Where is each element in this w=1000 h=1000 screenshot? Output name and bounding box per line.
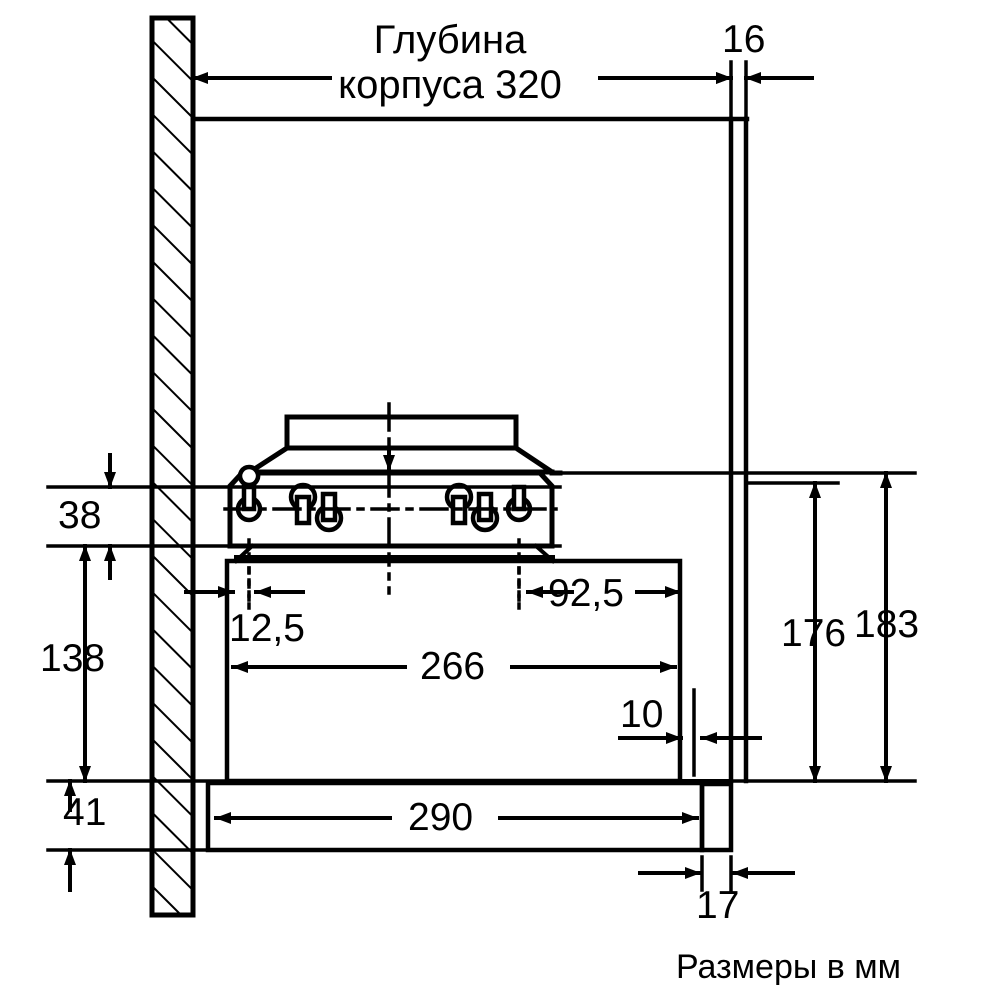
dim-138 xyxy=(46,544,229,783)
dim-label-12-5: 12,5 xyxy=(229,607,305,650)
slide-out-panel xyxy=(205,780,734,853)
cabinet-outline xyxy=(190,116,750,784)
dim-label-183: 183 xyxy=(854,603,920,646)
dim-176 xyxy=(744,481,840,783)
dim-41 xyxy=(46,779,210,892)
dim-label-290: 290 xyxy=(408,796,474,839)
dim-label-266: 266 xyxy=(420,645,486,688)
dim-12-5 xyxy=(184,566,305,614)
dim-label-41: 41 xyxy=(63,791,107,834)
dim-label-92-5: 92,5 xyxy=(548,572,624,615)
dim-16 xyxy=(638,60,814,121)
dim-38 xyxy=(46,453,562,580)
keyhole-slots xyxy=(235,464,533,533)
dim-label-16: 16 xyxy=(722,18,766,61)
wall-section xyxy=(149,15,196,918)
dim-10 xyxy=(618,688,762,777)
duct-collar xyxy=(246,414,556,476)
dim-label-38: 38 xyxy=(58,494,102,537)
page-title: Глубина корпуса 320 xyxy=(338,18,562,107)
dim-label-176: 176 xyxy=(781,612,847,655)
dim-label-17: 17 xyxy=(696,884,740,927)
units-caption: Размеры в мм xyxy=(676,948,902,986)
dim-17 xyxy=(638,855,795,892)
dim-183 xyxy=(558,471,917,783)
dim-label-138: 138 xyxy=(40,637,106,680)
dim-92-5 xyxy=(517,566,682,614)
dim-label-10: 10 xyxy=(620,693,664,736)
